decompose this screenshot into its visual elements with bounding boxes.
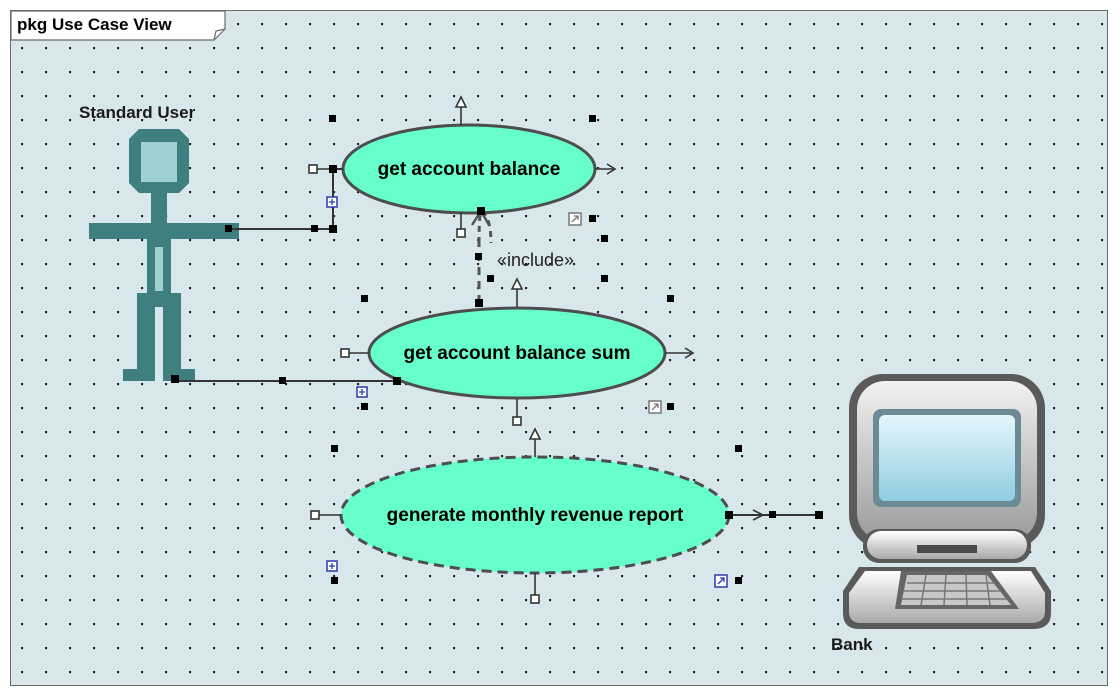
use-case-label: get account balance bbox=[378, 159, 561, 180]
use-case-generate-monthly-revenue-report[interactable]: generate monthly revenue report bbox=[339, 455, 731, 575]
association-user-balance-sum[interactable] bbox=[175, 376, 402, 382]
expand-plus-icon bbox=[326, 560, 338, 572]
hyperlink-arrow-icon bbox=[714, 574, 728, 588]
expand-icons[interactable] bbox=[326, 196, 728, 588]
actor-right-leg bbox=[163, 303, 181, 375]
expand-plus-icon bbox=[356, 386, 368, 398]
association-user-balance[interactable] bbox=[229, 168, 343, 230]
package-title: pkg Use Case View bbox=[17, 15, 172, 34]
hyperlink-arrow-icon bbox=[568, 212, 582, 226]
actor-label-bank: Bank bbox=[831, 635, 873, 654]
use-case-get-account-balance-sum[interactable]: get account balance sum bbox=[367, 306, 667, 400]
connection-handles[interactable] bbox=[308, 95, 695, 604]
selection-handles[interactable] bbox=[171, 115, 823, 584]
actor-label-standard-user: Standard User bbox=[79, 103, 196, 122]
diagram-frame: pkg Use Case View bbox=[10, 10, 1108, 686]
package-tab[interactable]: pkg Use Case View bbox=[11, 11, 236, 41]
actor-neck bbox=[151, 193, 167, 223]
hyperlink-arrow-icon bbox=[648, 400, 662, 414]
use-case-get-account-balance[interactable]: get account balance bbox=[341, 123, 597, 215]
actor-left-leg bbox=[137, 303, 155, 375]
actor-arms bbox=[89, 223, 239, 239]
expand-plus-icon bbox=[326, 196, 338, 208]
use-case-label: get account balance sum bbox=[403, 343, 630, 364]
include-label: «include» bbox=[497, 250, 574, 270]
actor-left-foot bbox=[123, 369, 155, 381]
use-case-label: generate monthly revenue report bbox=[387, 505, 684, 526]
standard-user-actor[interactable] bbox=[89, 129, 239, 381]
computer-icon bbox=[843, 374, 1051, 629]
actor-face bbox=[141, 142, 177, 182]
diagram-drawing: get account balance get account balance … bbox=[89, 95, 1051, 629]
bank-actor[interactable] bbox=[843, 374, 1051, 629]
package-tab-shape bbox=[11, 11, 226, 41]
